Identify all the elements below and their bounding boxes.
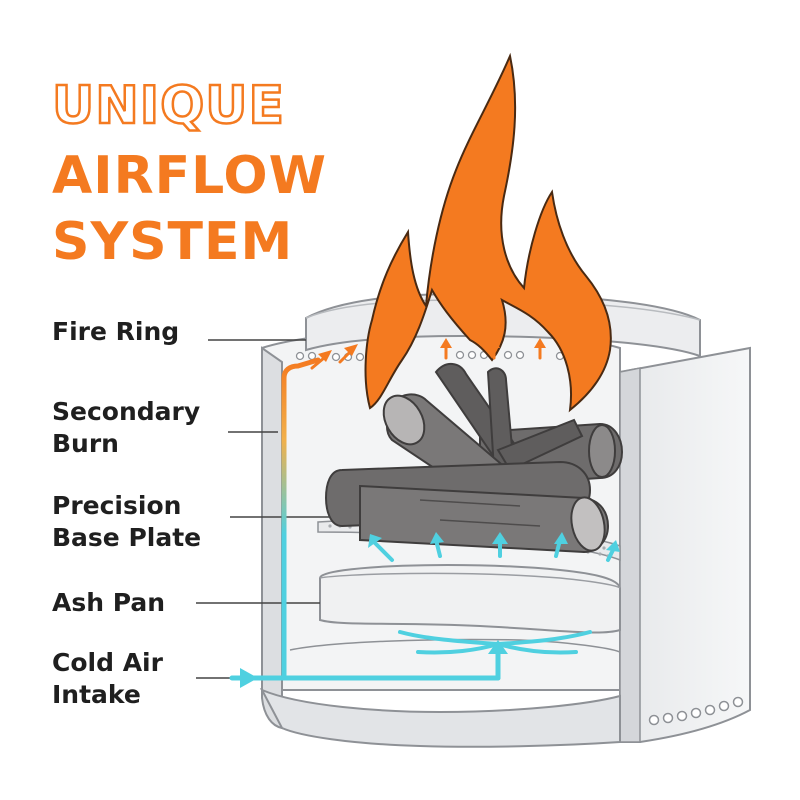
pit-left-wall xyxy=(261,346,283,730)
leader-lines xyxy=(196,339,330,679)
label-cold-air-2: Intake xyxy=(52,680,141,709)
cold-air-flow xyxy=(229,357,592,681)
pit-right-wall xyxy=(619,346,751,743)
label-base-plate-1: Precision xyxy=(52,491,182,520)
label-fire-ring: Fire Ring xyxy=(52,317,180,346)
pit-base xyxy=(259,687,621,748)
label-secondary-burn-1: Secondary xyxy=(52,397,201,426)
title-system: SYSTEM xyxy=(52,212,294,272)
intake-holes xyxy=(648,696,744,726)
label-base-plate-2: Base Plate xyxy=(52,523,202,552)
title-unique: UNIQUE xyxy=(51,75,286,138)
arrow-up-icon xyxy=(368,532,620,654)
secondary-burn-arrows xyxy=(310,338,546,370)
title-airflow: AIRFLOW xyxy=(52,146,327,206)
label-cold-air-1: Cold Air xyxy=(52,648,163,677)
label-secondary-burn-2: Burn xyxy=(52,429,119,458)
flame-icon xyxy=(364,52,612,413)
ash-pan xyxy=(289,563,621,653)
log-icon xyxy=(324,363,624,554)
arrow-right-icon xyxy=(240,668,258,688)
label-ash-pan: Ash Pan xyxy=(52,588,166,617)
